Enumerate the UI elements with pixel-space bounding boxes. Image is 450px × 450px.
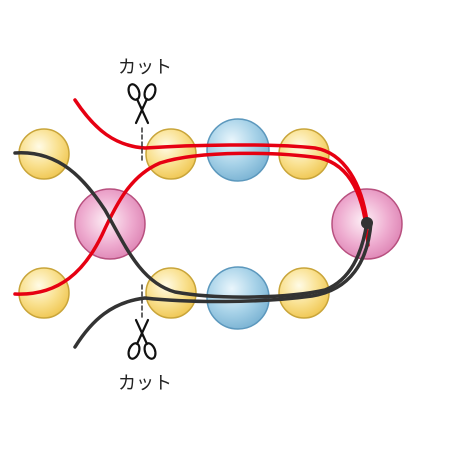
- cut-label-top: カット: [118, 57, 172, 78]
- scissors-icon: [127, 83, 157, 125]
- scissors-icon: [127, 318, 157, 360]
- red-thread-lower: [13, 151, 370, 296]
- threads: [13, 98, 373, 349]
- blue-bead-top: [206, 118, 270, 182]
- red-thread-top: [73, 98, 369, 224]
- black-thread-upper: [13, 151, 369, 299]
- cut-label-bottom: カット: [118, 373, 172, 394]
- thread-knot: [361, 217, 373, 229]
- yellow-bead-top-1: [145, 128, 197, 180]
- pink-bead-left: [74, 188, 146, 260]
- black-thread-lower: [73, 220, 373, 349]
- yellow-bead-bottom-1: [145, 267, 197, 319]
